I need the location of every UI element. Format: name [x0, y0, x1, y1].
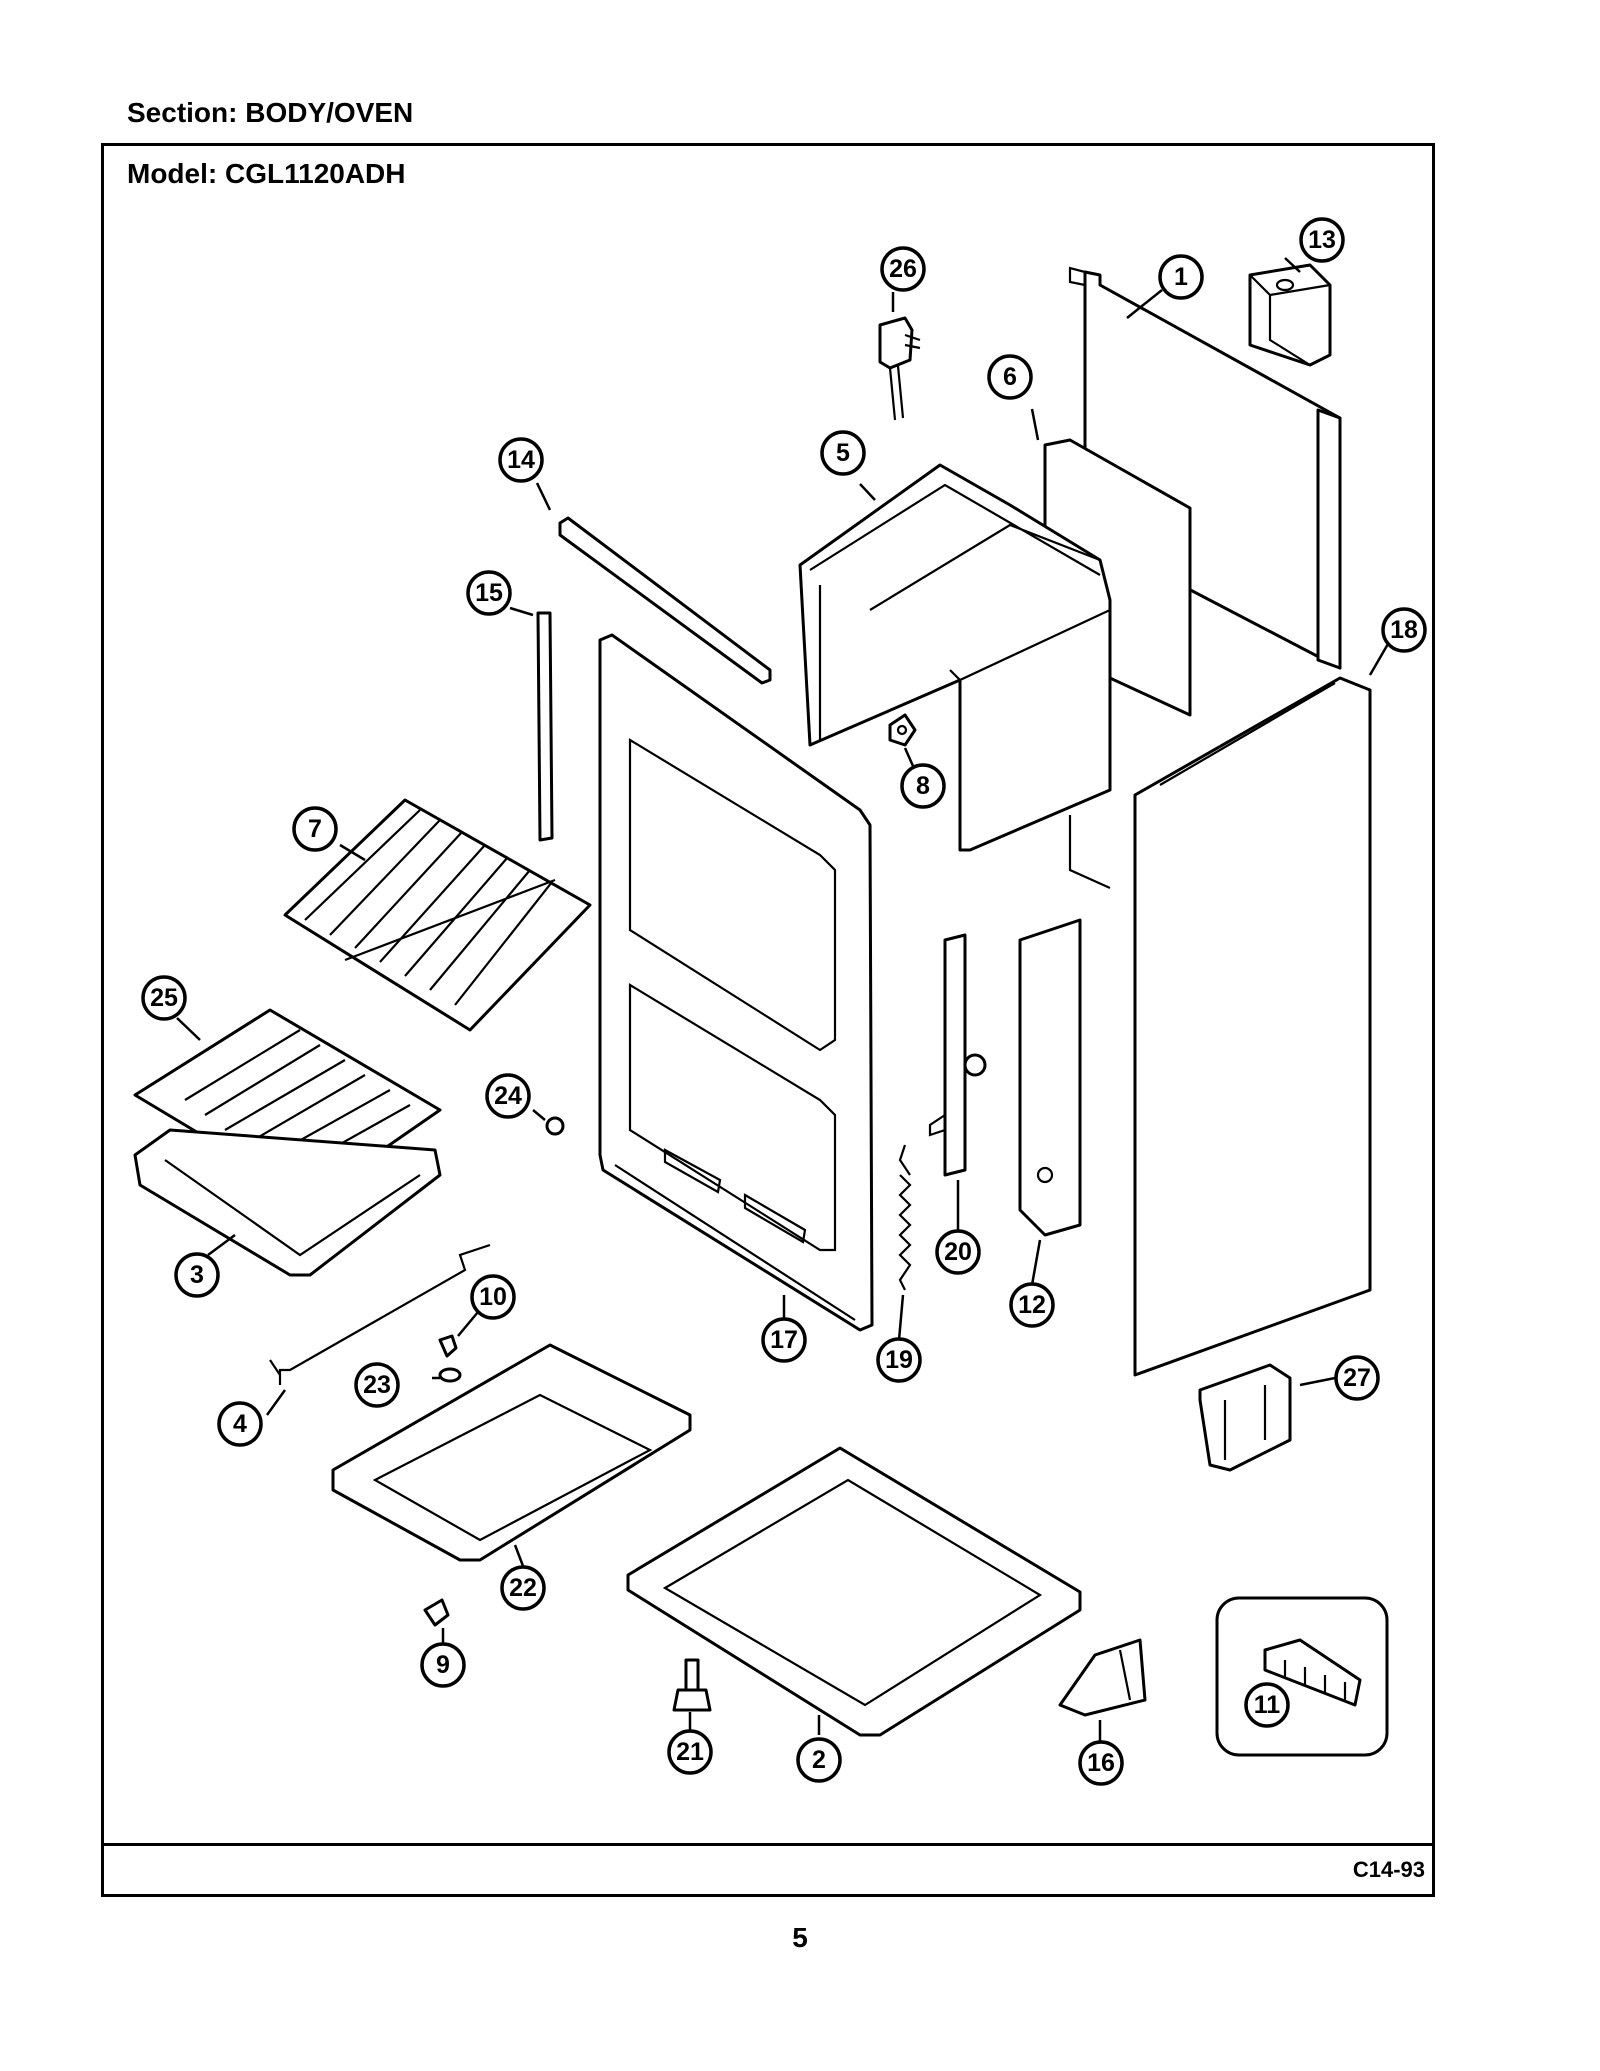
svg-text:8: 8: [916, 772, 930, 800]
part-24-nut: [545, 1116, 565, 1136]
callout-7: 7: [292, 806, 338, 852]
diagram-frame: [101, 143, 1435, 1897]
svg-text:10: 10: [479, 1283, 507, 1311]
svg-text:5: 5: [836, 439, 850, 467]
diagram-code: C14-93: [1352, 1857, 1425, 1882]
svg-text:20: 20: [944, 1238, 972, 1266]
part-17-front-frame: [598, 633, 874, 1332]
svg-text:23: 23: [363, 1371, 391, 1399]
section-title: Section: BODY/OVEN: [127, 97, 414, 128]
part-2-bottom-panel: [626, 1446, 1082, 1737]
callout-4: 4: [217, 1401, 263, 1447]
callout-10: 10: [470, 1274, 516, 1320]
part-15-side-strip: [536, 611, 554, 842]
part-23-washer: [438, 1367, 462, 1383]
callout-16: 16: [1078, 1740, 1124, 1786]
callout-25: 25: [141, 975, 187, 1021]
callout-23: 23: [354, 1362, 400, 1408]
part-12-side-bracket: [1018, 918, 1082, 1237]
callout-11: 11: [1244, 1682, 1290, 1728]
svg-text:27: 27: [1343, 1364, 1371, 1392]
svg-text:21: 21: [676, 1738, 704, 1766]
part-1-back-panel: [1068, 266, 1342, 890]
callout-12: 12: [1009, 1282, 1055, 1328]
footer-divider: [101, 1843, 1435, 1846]
callout-21: 21: [667, 1729, 713, 1775]
part-5-oven-liner: [798, 463, 1112, 852]
callout-17: 17: [761, 1317, 807, 1363]
callout-8: 8: [900, 763, 946, 809]
part-19-spring: [898, 1144, 912, 1291]
svg-text:15: 15: [475, 579, 503, 607]
callout-26: 26: [880, 246, 926, 292]
svg-text:11: 11: [1254, 1691, 1281, 1719]
part-21-leveling-leg: [672, 1658, 712, 1712]
model-title: Model: CGL1120ADH: [127, 158, 406, 189]
callout-6: 6: [987, 354, 1033, 400]
callout-14: 14: [498, 437, 544, 483]
part-22-lower-frame: [331, 1343, 692, 1562]
svg-text:2: 2: [812, 1746, 826, 1774]
svg-text:6: 6: [1003, 363, 1017, 391]
part-9-clip: [423, 1598, 450, 1627]
callout-9: 9: [420, 1642, 466, 1688]
callout-13: 13: [1299, 217, 1345, 263]
callout-2: 2: [796, 1737, 842, 1783]
svg-text:22: 22: [509, 1574, 537, 1602]
part-8-clip: [888, 713, 917, 747]
svg-text:4: 4: [233, 1410, 247, 1438]
part-14-top-strip: [558, 516, 772, 685]
callout-1: 1: [1158, 254, 1204, 300]
part-18-side-panel: [1133, 676, 1372, 1377]
svg-text:26: 26: [889, 255, 917, 283]
svg-text:14: 14: [507, 446, 535, 474]
callout-15: 15: [466, 570, 512, 616]
part-16-bracket: [1058, 1638, 1147, 1717]
svg-text:18: 18: [1390, 616, 1418, 644]
svg-text:19: 19: [885, 1346, 913, 1374]
part-20-hinge: [928, 933, 987, 1177]
callout-19: 19: [876, 1337, 922, 1383]
svg-text:13: 13: [1308, 226, 1336, 254]
svg-text:25: 25: [150, 984, 178, 1012]
part-26-connector: [878, 316, 921, 421]
svg-text:7: 7: [308, 815, 322, 843]
svg-text:3: 3: [190, 1261, 204, 1289]
part-4-rod: [269, 1243, 491, 1385]
page-number: 5: [792, 1922, 808, 1953]
part-11-inset-box: [1215, 1596, 1389, 1757]
svg-text:1: 1: [1174, 263, 1188, 291]
callout-27: 27: [1334, 1355, 1380, 1401]
svg-text:9: 9: [436, 1651, 450, 1679]
callout-24: 24: [485, 1073, 531, 1119]
part-27-bracket: [1198, 1363, 1292, 1472]
part-13-bracket: [1248, 263, 1332, 367]
svg-text:17: 17: [770, 1326, 798, 1354]
part-10-screw: [438, 1334, 458, 1358]
callout-22: 22: [500, 1565, 546, 1611]
svg-text:12: 12: [1018, 1291, 1046, 1319]
callout-3: 3: [174, 1252, 220, 1298]
svg-text:24: 24: [494, 1082, 522, 1110]
leader-lines: [176, 257, 1394, 1743]
callout-5: 5: [820, 430, 866, 476]
callout-20: 20: [935, 1229, 981, 1275]
part-3-broiler-pan: [133, 1128, 442, 1277]
svg-text:16: 16: [1087, 1749, 1115, 1777]
callout-18: 18: [1381, 607, 1427, 653]
